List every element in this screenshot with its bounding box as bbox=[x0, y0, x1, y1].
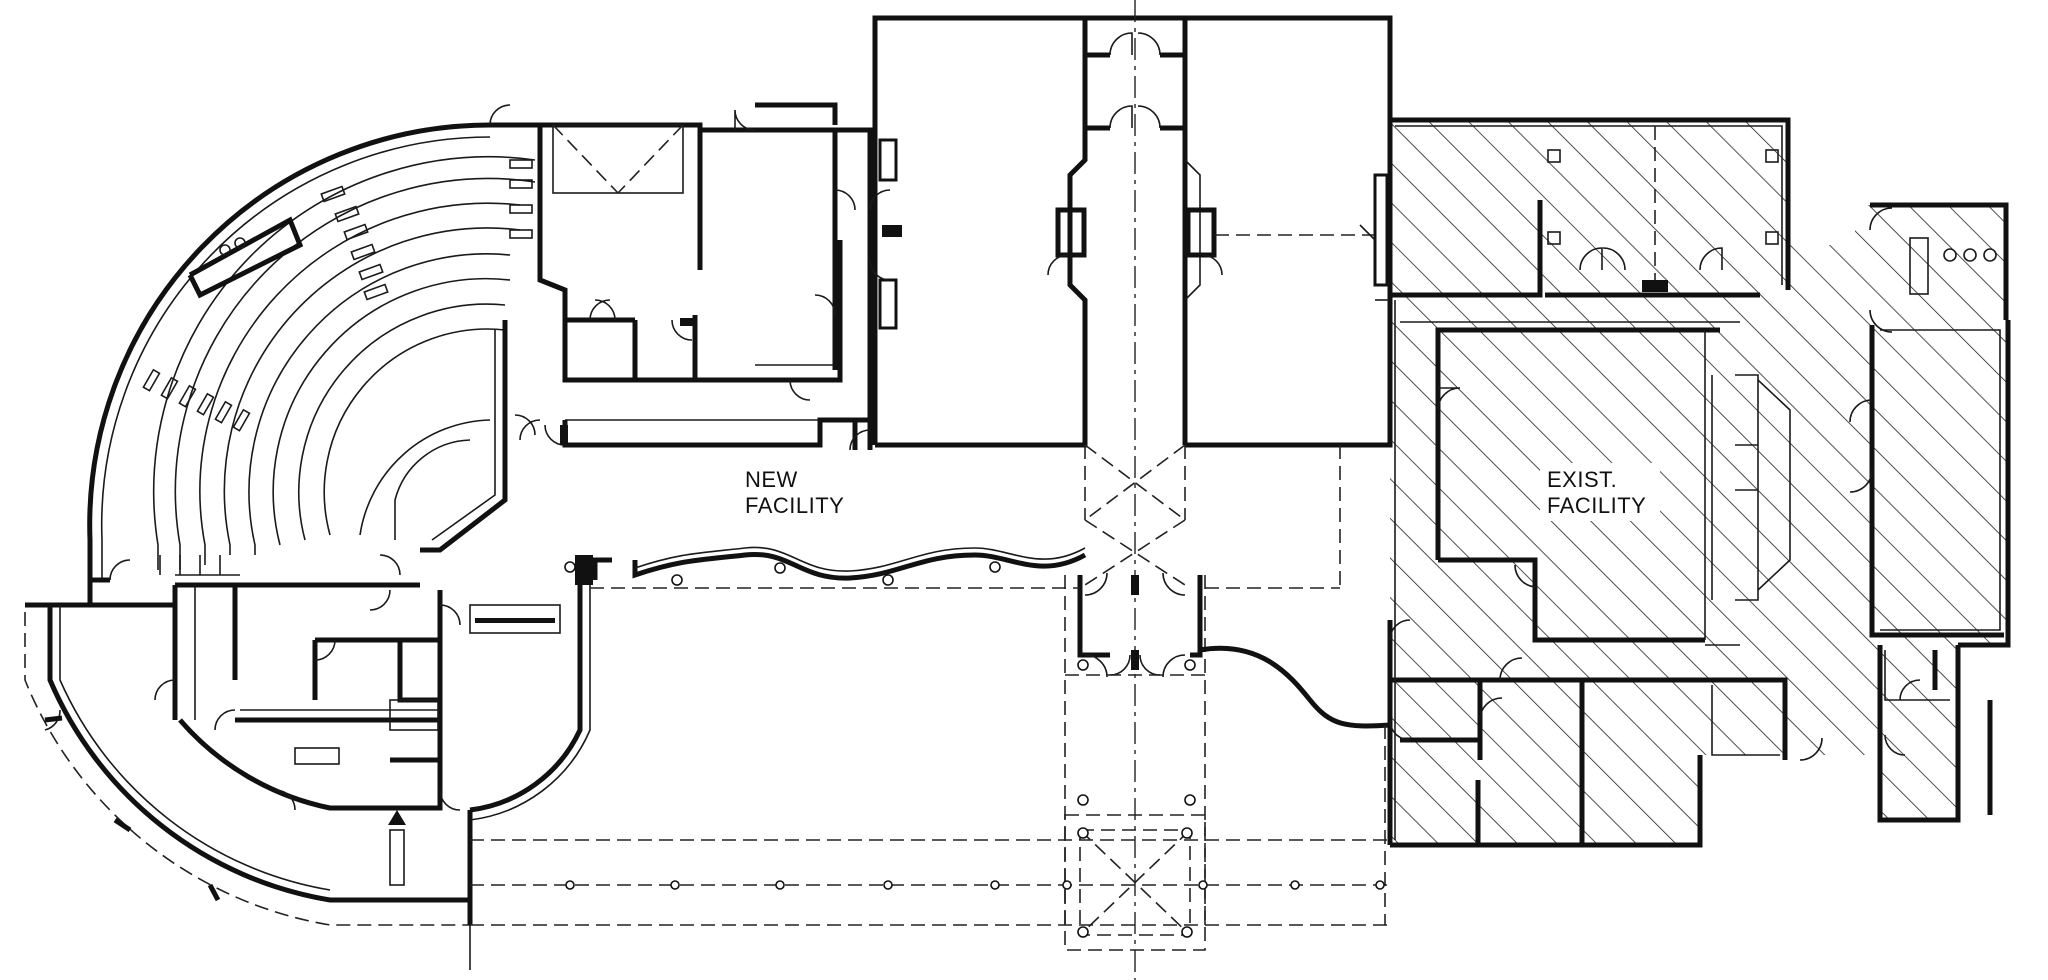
existing-outer-wall bbox=[1390, 117, 1791, 290]
connector bbox=[1375, 299, 1411, 845]
new-facility-label-line1: NEW bbox=[745, 467, 798, 492]
new-facility-label-line2: FACILITY bbox=[745, 493, 844, 518]
canopy bbox=[470, 445, 1390, 951]
lobby-entrance bbox=[564, 546, 1391, 930]
exist-facility-label-line1: EXIST. bbox=[1547, 467, 1617, 492]
new-facility bbox=[24, 0, 1411, 980]
label-new-facility: NEW FACILITY bbox=[745, 467, 844, 518]
auditorium-outer-wall bbox=[87, 122, 540, 605]
seating-markers bbox=[142, 159, 533, 432]
north-rooms bbox=[489, 102, 873, 451]
auditorium bbox=[87, 122, 540, 605]
central-spine bbox=[1084, 0, 1186, 980]
label-exist-facility: EXIST. FACILITY bbox=[1540, 463, 1660, 521]
existing-facility-hatch bbox=[1390, 120, 2008, 845]
classrooms bbox=[869, 15, 1393, 448]
exist-facility-label-line2: FACILITY bbox=[1547, 493, 1646, 518]
existing-facility bbox=[1390, 117, 2011, 848]
south-wing bbox=[24, 555, 593, 970]
